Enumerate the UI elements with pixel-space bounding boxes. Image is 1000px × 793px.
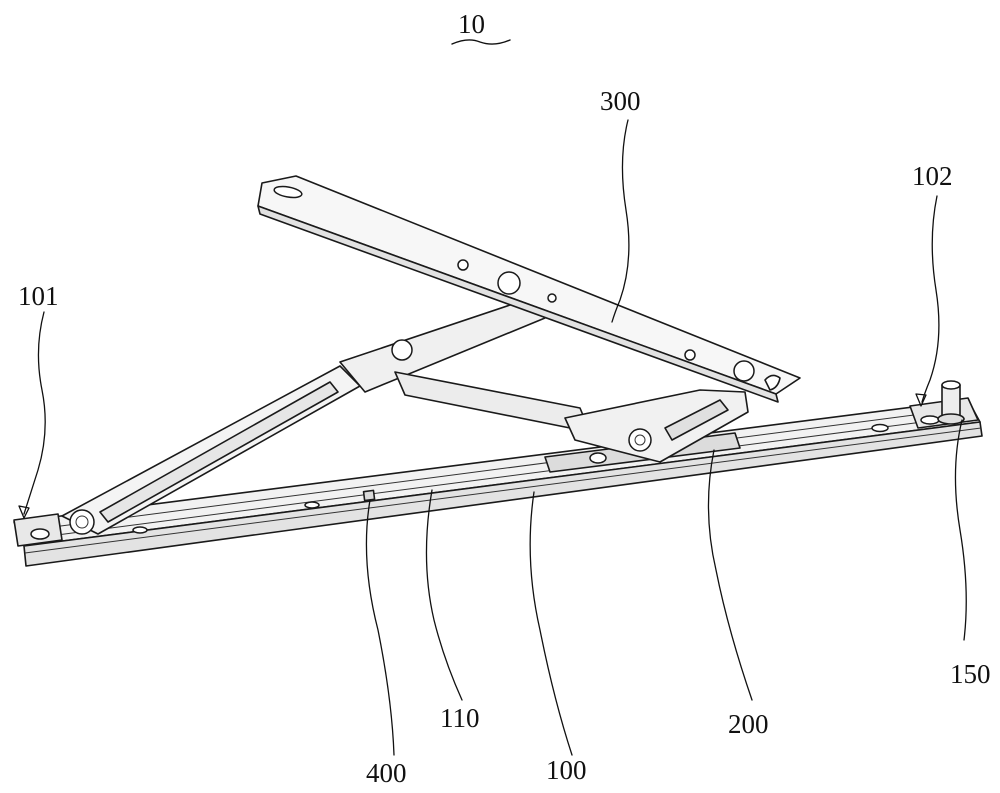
sash-arm-hole-large — [497, 271, 521, 295]
label-110: 110 — [440, 703, 480, 733]
track-channel-line — [29, 408, 961, 531]
track-hole — [871, 423, 889, 433]
leader-110 — [425, 489, 463, 701]
leader-100 — [529, 491, 573, 756]
pin-top — [941, 380, 961, 390]
support-arm-hole — [391, 339, 413, 361]
label-200: 200 — [728, 709, 769, 739]
track-hole — [132, 526, 148, 534]
left-pivot-rivet-inner — [75, 515, 89, 529]
sash-arm-edge — [257, 205, 779, 403]
support-arm — [339, 299, 591, 433]
left-pivot-rivet — [69, 509, 95, 535]
label-101: 101 — [18, 281, 59, 311]
slider-pivot-rivet-inner — [634, 434, 646, 446]
sash-arm-hole — [457, 259, 469, 271]
leader-150 — [954, 419, 967, 641]
label-150: 150 — [950, 659, 991, 689]
slider-screw — [589, 452, 607, 464]
sash-arm-body — [257, 175, 801, 395]
arrow-102 — [915, 393, 927, 407]
center-link-bar — [394, 371, 591, 433]
sash-arm-hole — [547, 293, 557, 303]
track-end-hole — [920, 415, 940, 425]
sash-arm-300 — [257, 175, 801, 403]
label-300: 300 — [600, 86, 641, 116]
track-front-edge-line — [24, 427, 982, 554]
label-400: 400 — [366, 758, 407, 788]
sash-arm-hook — [764, 374, 781, 391]
sash-arm-hole — [684, 349, 696, 361]
leader-300 — [611, 119, 630, 323]
support-arm-body — [339, 299, 546, 393]
sash-arm-hole-large — [733, 360, 755, 382]
label-102: 102 — [912, 161, 953, 191]
leader-400 — [365, 499, 395, 756]
track-channel-line — [33, 415, 969, 539]
long-arm — [61, 365, 361, 535]
leader-102 — [921, 195, 940, 403]
track-end-hole — [30, 528, 50, 540]
leader-lines — [18, 119, 967, 756]
figure-number-underline — [451, 39, 511, 45]
pin-base — [937, 413, 965, 425]
leader-200 — [707, 449, 753, 701]
track-hole — [304, 501, 320, 509]
slider-arm-body — [564, 389, 749, 463]
label-100: 100 — [546, 755, 587, 785]
limiter-400 — [362, 489, 376, 502]
long-arm-ridge — [99, 381, 339, 523]
figure-number: 10 — [458, 9, 485, 39]
slider-pivot-rivet — [628, 428, 652, 452]
leader-101 — [23, 311, 46, 515]
arrow-101 — [18, 505, 30, 519]
sash-arm-slot — [273, 185, 303, 199]
track-front-face — [23, 421, 983, 567]
slider-arm-200 — [564, 389, 749, 463]
slider-arm-ridge — [664, 399, 729, 441]
pin-150 — [937, 380, 965, 425]
